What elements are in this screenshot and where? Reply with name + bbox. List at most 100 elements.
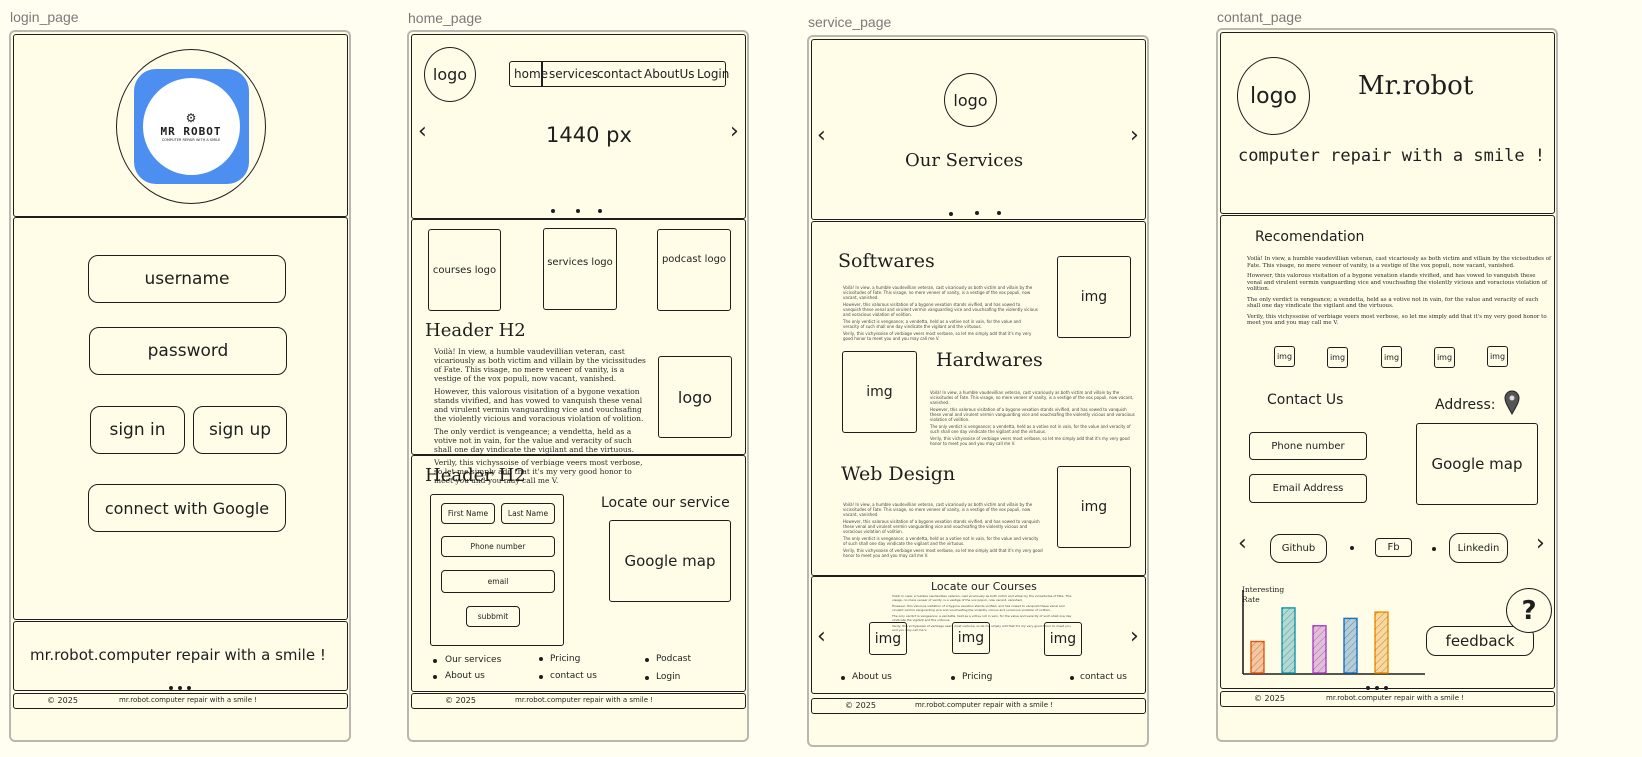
home-page-frame: logo home services contact AboutUs Login…	[407, 30, 749, 742]
nav-services[interactable]: services	[549, 67, 599, 81]
password-field[interactable]: password	[89, 327, 287, 375]
carousel-dot[interactable]	[949, 212, 953, 216]
footer-link[interactable]: About us	[852, 672, 892, 682]
contact-header-section: logo Mr.robot computer repair with a smi…	[1220, 32, 1555, 214]
email-field[interactable]: email	[441, 570, 555, 593]
submit-button[interactable]: subbmit	[466, 606, 520, 627]
footer-tagline: mr.robot.computer repair with a smile !	[915, 701, 1054, 709]
footer-link[interactable]: Podcast	[656, 654, 692, 664]
service-page-label: service_page	[808, 14, 892, 30]
sign-in-button[interactable]: sign in	[90, 406, 185, 454]
nav-login[interactable]: Login	[697, 67, 730, 81]
footer-link[interactable]: contact us	[1080, 672, 1127, 682]
phone-field[interactable]: Phone number	[441, 536, 555, 557]
prev-arrow-icon[interactable]: ‹	[817, 624, 826, 649]
dot	[178, 686, 182, 690]
login-tagline: mr.robot.computer repair with a smile !	[30, 646, 326, 664]
first-name-field[interactable]: First Name	[441, 503, 495, 524]
feedback-button[interactable]: feedback	[1426, 626, 1534, 656]
hero-text: 1440 px	[546, 123, 632, 147]
locate-text: Voilà! In view, a humble vaudevillian ve…	[892, 594, 1072, 632]
dot	[1366, 686, 1370, 690]
logo: logo	[1237, 57, 1310, 135]
next-arrow-icon[interactable]: ›	[1130, 123, 1139, 148]
thumbnail[interactable]: img	[1381, 346, 1402, 368]
thumbnail[interactable]: img	[1487, 346, 1508, 367]
email-field[interactable]: Email Address	[1249, 474, 1367, 503]
google-connect-button[interactable]: connect with Google	[88, 484, 286, 532]
carousel-dot[interactable]	[576, 209, 580, 213]
footer-link[interactable]: About us	[445, 671, 485, 681]
thumbnail[interactable]: img	[1274, 346, 1295, 367]
dot	[433, 675, 437, 679]
footer-link[interactable]: Login	[656, 672, 681, 682]
next-arrow-icon[interactable]: ›	[1130, 624, 1139, 649]
chart-bar-hatch	[1375, 612, 1388, 673]
map-placeholder[interactable]: Google map	[609, 520, 731, 602]
nav-home[interactable]: home	[514, 67, 549, 81]
footer-link[interactable]: Our services	[445, 655, 502, 665]
dot	[841, 676, 845, 680]
login-form-section: username password sign in sign up connec…	[13, 217, 348, 620]
nav-about[interactable]: AboutUs	[644, 67, 695, 81]
map-placeholder[interactable]: Google map	[1416, 423, 1538, 505]
username-field[interactable]: username	[88, 255, 286, 303]
services-list-section: Softwares Voilà! In view, a humble vaude…	[811, 221, 1146, 576]
brand-subtitle: computer repair with a smile !	[1238, 146, 1546, 166]
facebook-link[interactable]: Fb	[1375, 538, 1412, 557]
prev-arrow-icon[interactable]: ‹	[817, 123, 826, 148]
carousel-dot[interactable]	[598, 209, 602, 213]
gear-icon: ⚙	[185, 111, 197, 125]
location-pin-icon	[1504, 390, 1520, 415]
body-text: Voilà! In view, a humble vaudevillian ve…	[434, 347, 646, 485]
carousel-dot[interactable]	[551, 209, 555, 213]
home-footer: © 2025 mr.robot.computer repair with a s…	[411, 693, 746, 709]
service-heading: Softwares	[838, 250, 935, 272]
thumbnail[interactable]: img	[1434, 347, 1455, 368]
login-page-frame: ⚙ MR ROBOT COMPUTER REPAIR WITH A SMILE …	[9, 30, 351, 742]
footer-link[interactable]: contact us	[550, 671, 597, 681]
next-arrow-icon[interactable]: ›	[730, 119, 739, 144]
service-heading: Web Design	[841, 463, 956, 485]
dot	[1432, 547, 1436, 551]
section-header: Header H2	[425, 465, 526, 486]
locate-title: Locate our service	[601, 495, 730, 511]
locate-courses-section: Locate our Courses Voilà! In view, a hum…	[811, 576, 1146, 694]
footer-link[interactable]: Pricing	[550, 654, 581, 664]
services-logo-card[interactable]: services logo	[543, 228, 617, 310]
podcast-logo-card[interactable]: podcast logo	[657, 229, 731, 311]
last-name-field[interactable]: Last Name	[501, 503, 555, 524]
course-image[interactable]: img	[952, 622, 990, 654]
brand-title: Mr.robot	[1358, 71, 1474, 101]
footer-link[interactable]: Pricing	[962, 672, 993, 682]
chart-label: Rate	[1242, 595, 1260, 604]
sign-up-button[interactable]: sign up	[193, 406, 287, 454]
phone-field[interactable]: Phone number	[1249, 432, 1367, 460]
course-image[interactable]: img	[869, 622, 907, 655]
login-page-label: login_page	[10, 9, 79, 25]
dot	[951, 676, 955, 680]
copyright: © 2025	[1254, 694, 1285, 703]
prev-arrow-icon[interactable]: ‹	[418, 119, 427, 144]
help-icon[interactable]: ?	[1506, 588, 1552, 633]
footer-tagline: mr.robot.computer repair with a smile !	[515, 696, 654, 704]
prev-arrow-icon[interactable]: ‹	[1238, 531, 1247, 556]
chart-bar-hatch	[1313, 625, 1326, 673]
carousel-dot[interactable]	[997, 211, 1001, 215]
brand-logo-text: MR ROBOT	[160, 125, 222, 138]
footer-tagline: mr.robot.computer repair with a smile !	[119, 696, 258, 704]
copyright: © 2025	[47, 696, 78, 705]
thumbnail[interactable]: img	[1327, 347, 1348, 368]
linkedin-link[interactable]: Linkedin	[1449, 533, 1508, 563]
image-placeholder: img	[1057, 256, 1131, 338]
chart-label: Interesting	[1242, 585, 1285, 594]
course-image[interactable]: img	[1044, 622, 1082, 656]
logo: logo	[658, 356, 732, 438]
nav-contact[interactable]: contact	[597, 67, 642, 81]
courses-logo-card[interactable]: courses logo	[428, 229, 501, 311]
copyright: © 2025	[445, 696, 476, 705]
chart-bar-hatch	[1344, 618, 1357, 673]
next-arrow-icon[interactable]: ›	[1536, 531, 1545, 556]
carousel-dot[interactable]	[975, 211, 979, 215]
github-link[interactable]: Github	[1270, 534, 1327, 563]
